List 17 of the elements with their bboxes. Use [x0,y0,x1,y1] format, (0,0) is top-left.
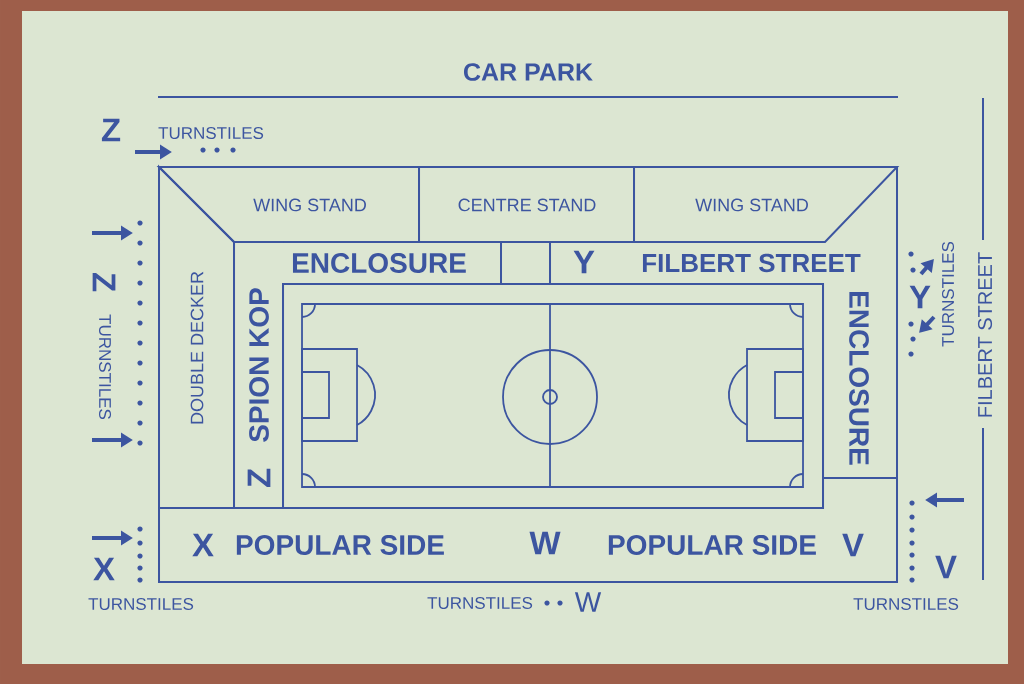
gate-letter: V [935,555,957,579]
stand-section: WING STAND [633,166,900,243]
gate-letter: X [93,557,115,581]
stand-section: Z SPION KOP [233,241,284,509]
turnstiles-label: TURNSTILES [942,241,955,347]
gate-letter: Y [909,285,931,309]
street-label: FILBERT STREET [977,252,993,417]
stand-section: CENTRE STAND [418,166,635,243]
stand-section: ENCLOSURE [282,241,502,285]
gate-letter: Z [101,118,121,142]
turnstiles-label: TURNSTILES [88,597,194,610]
turnstiles-label: TURNSTILES [158,126,264,139]
gate-letter: Z [92,272,116,292]
turnstiles-label: TURNSTILES [853,597,959,610]
area-label: CAR PARK [464,63,593,81]
stand-section: Y FILBERT STREET [549,241,861,285]
turnstiles-label: TURNSTILES [99,314,112,420]
